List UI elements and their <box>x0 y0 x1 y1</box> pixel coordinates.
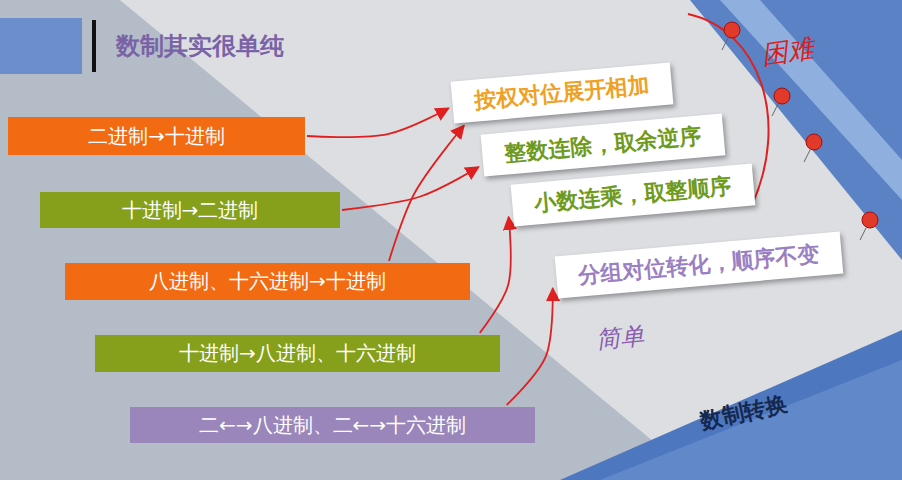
corner-stripe <box>600 360 902 480</box>
node-text: 二←→八进制、二←→十六进制 <box>199 412 466 439</box>
slide-title: 数制其实很单纯 <box>116 30 284 62</box>
title-block <box>0 18 82 74</box>
red-arrow <box>480 217 511 333</box>
node-text: 整数连除，取余逆序 <box>503 123 702 165</box>
title-bar <box>92 20 96 72</box>
handwritten-note: 困难 <box>760 31 816 73</box>
red-arrow <box>307 108 449 137</box>
node-text: 八进制、十六进制→十进制 <box>149 268 386 295</box>
conversion-bar: 十进制→八进制、十六进制 <box>95 335 500 372</box>
conversion-bar: 八进制、十六进制→十进制 <box>65 263 470 300</box>
pins <box>722 22 878 240</box>
red-arrow <box>389 126 464 261</box>
conversion-bar: 二进制→十进制 <box>8 117 305 155</box>
node-text: 十进制→二进制 <box>122 197 259 224</box>
conversion-bar: 二←→八进制、二←→十六进制 <box>130 407 535 443</box>
handwritten-note: 简单 <box>594 320 645 357</box>
node-text: 二进制→十进制 <box>88 123 225 150</box>
conversion-bar: 十进制→二进制 <box>40 192 340 228</box>
red-arrow <box>507 288 553 405</box>
node-text: 小数连乘，取整顺序 <box>533 173 732 215</box>
node-text: 按权对位展开相加 <box>473 72 651 112</box>
light-band <box>120 0 902 480</box>
node-text: 十进制→八进制、十六进制 <box>179 340 416 367</box>
